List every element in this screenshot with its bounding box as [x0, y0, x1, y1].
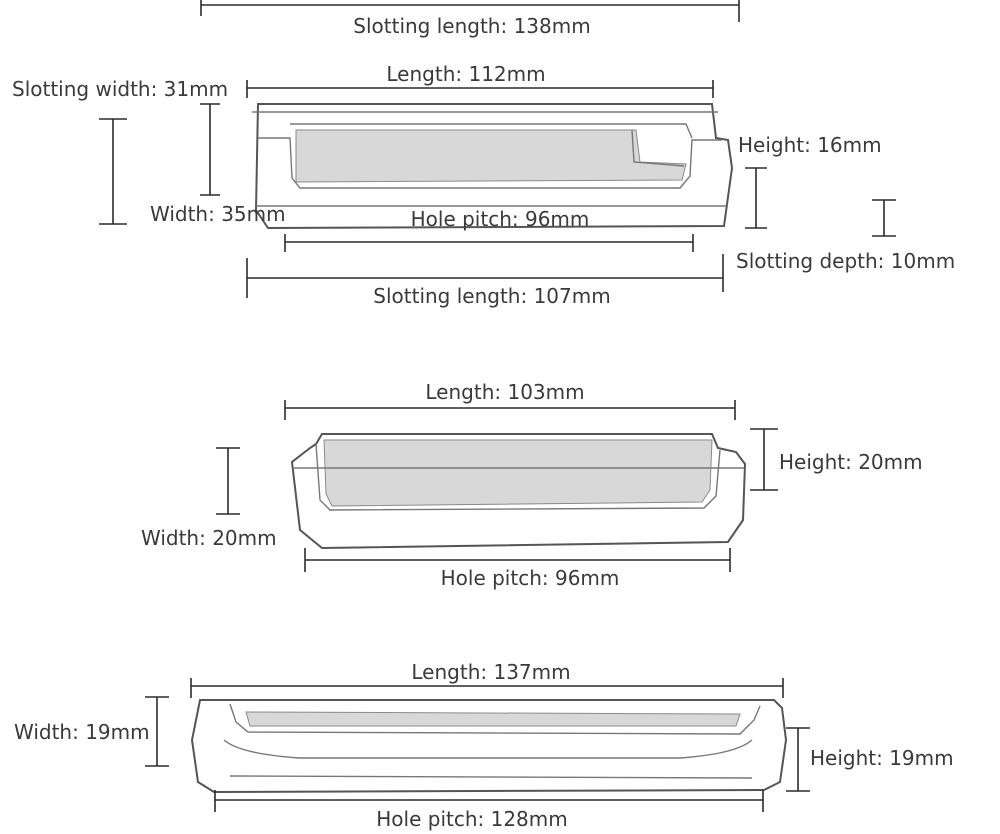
handle-3-height-dimension [786, 727, 810, 792]
handle-3-length-label: Length: 137mm [411, 660, 570, 684]
handle-3-group: Length: 137mm Width: 19mm Height: 19mm [14, 660, 954, 831]
handle-1-hole-pitch-dimension [284, 234, 694, 252]
handle-2-hole-pitch-dimension [304, 548, 731, 572]
handle-1-slotting-depth-dimension [872, 199, 896, 237]
handle-2-group: Length: 103mm Width: 20mm Height: 20mm [141, 380, 923, 590]
handle-3-sketch [190, 699, 788, 794]
handle-2-height-label: Height: 20mm [779, 450, 923, 474]
handle-3-length-dimension [190, 678, 784, 698]
handle-1-sketch [252, 103, 734, 230]
handle-2-length-label: Length: 103mm [425, 380, 584, 404]
handle-2-sketch [290, 433, 747, 550]
handle-1-length-label: Length: 112mm [386, 62, 545, 86]
handle-2-width-dimension [216, 447, 240, 515]
handle-1-height-label: Height: 16mm [738, 133, 882, 157]
handle-2-width-label: Width: 20mm [141, 526, 277, 550]
handle-1-width-dimension [99, 118, 127, 225]
handle-1-slotting-length-top-label: Slotting length: 138mm [353, 14, 590, 38]
handle-1-slotting-depth-label: Slotting depth: 10mm [736, 249, 955, 273]
handle-3-height-label: Height: 19mm [810, 746, 954, 770]
handle-2-hole-pitch-label: Hole pitch: 96mm [441, 566, 620, 590]
handle-1-group: Slotting length: 138mm Length: 112mm Slo… [12, 0, 955, 308]
handle-1-slotting-width-dimension [200, 103, 220, 196]
handle-1-slotting-length-top-dimension [200, 0, 740, 22]
handle-1-width-label: Width: 35mm [150, 202, 286, 226]
handle-1-height-dimension [745, 167, 767, 229]
handle-1-slotting-length-label: Slotting length: 107mm [373, 284, 610, 308]
handle-1-hole-pitch-label: Hole pitch: 96mm [411, 207, 590, 231]
handle-3-hole-pitch-dimension [214, 790, 764, 812]
handle-3-hole-pitch-label: Hole pitch: 128mm [376, 807, 568, 831]
handle-1-slotting-length-dimension [246, 254, 724, 298]
handle-3-width-label: Width: 19mm [14, 720, 150, 744]
handle-1-length-dimension [246, 80, 714, 98]
handle-2-height-dimension [750, 428, 778, 491]
handle-1-slotting-width-label: Slotting width: 31mm [12, 77, 228, 101]
handle-3-width-dimension [145, 696, 169, 767]
handle-2-length-dimension [284, 400, 736, 420]
